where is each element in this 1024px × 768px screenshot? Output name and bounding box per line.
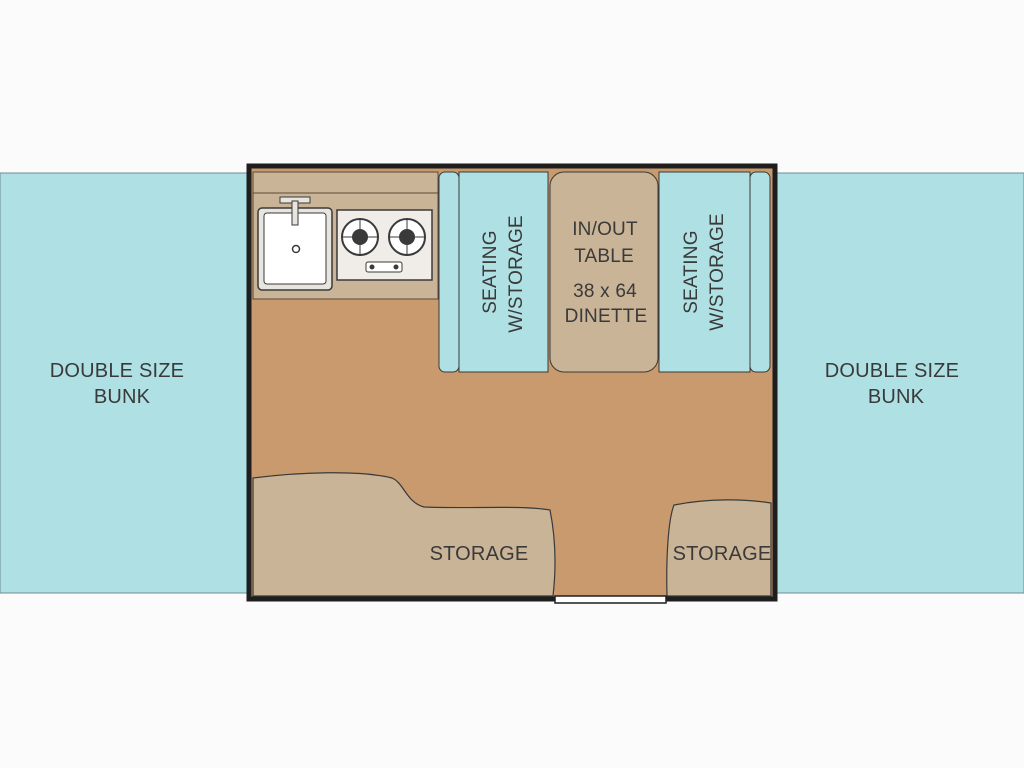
left-seating bbox=[458, 171, 549, 373]
stove-icon bbox=[336, 209, 433, 281]
left-seating-label-line2: W/STORAGE bbox=[506, 215, 527, 333]
table-label-line1: IN/OUT bbox=[572, 219, 638, 240]
stove-knobs bbox=[365, 261, 403, 273]
storage-left bbox=[252, 472, 556, 597]
table-label-line2: TABLE bbox=[574, 246, 634, 267]
table-label-line4: DINETTE bbox=[565, 306, 648, 327]
trailer-walls bbox=[246, 163, 778, 602]
door-icon bbox=[554, 595, 667, 604]
left-seating-label-line1: SEATING bbox=[480, 230, 501, 313]
burner-icon bbox=[341, 218, 379, 256]
left-seating-backrest bbox=[438, 171, 460, 373]
right-bunk-label-line1: DOUBLE SIZE bbox=[825, 360, 959, 382]
left-bunk-label-line1: DOUBLE SIZE bbox=[50, 360, 184, 382]
right-seating-label-line2: W/STORAGE bbox=[707, 213, 728, 331]
storage-right bbox=[666, 499, 772, 597]
right-seating-label-line1: SEATING bbox=[681, 230, 702, 313]
right-seating-backrest bbox=[749, 171, 771, 373]
storage-right-label: STORAGE bbox=[673, 543, 772, 565]
left-bunk bbox=[0, 172, 250, 594]
right-bunk-label-line2: BUNK bbox=[868, 386, 925, 408]
burner-icon bbox=[388, 218, 426, 256]
table-dimensions-label: 38 x 64 bbox=[573, 281, 637, 302]
left-bunk-label-line2: BUNK bbox=[94, 386, 151, 408]
storage-left-label: STORAGE bbox=[430, 543, 529, 565]
dinette-table bbox=[549, 171, 659, 373]
right-bunk bbox=[774, 172, 1024, 594]
faucet-icon bbox=[279, 196, 311, 226]
right-seating bbox=[658, 171, 751, 373]
